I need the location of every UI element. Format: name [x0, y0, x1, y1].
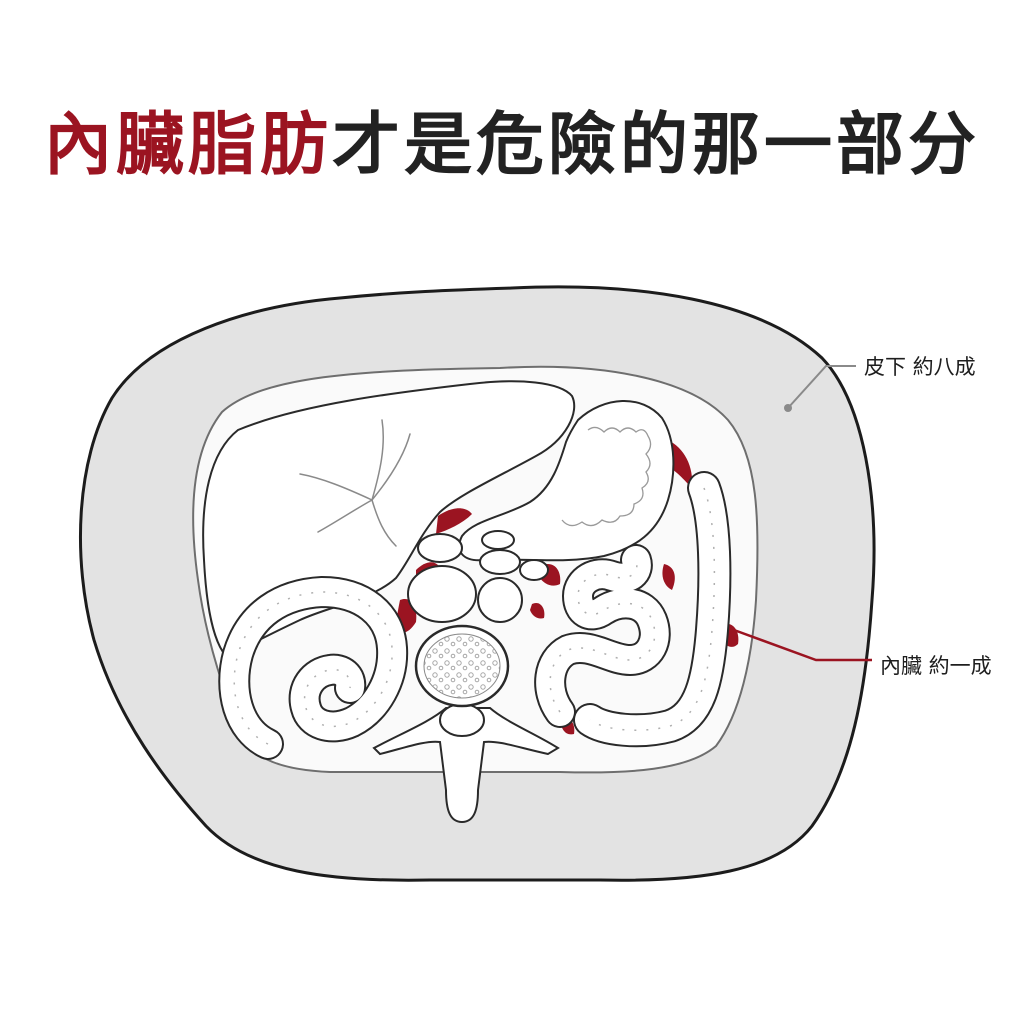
subcutaneous-leader [787, 365, 856, 409]
visceral-label: 內臟 約一成 [880, 654, 992, 678]
page-title: 內臟脂肪才是危險的那一部分 [0, 112, 1024, 180]
title-rest: 才是危險的那一部分 [332, 106, 981, 185]
liver-vessels [299, 419, 411, 547]
visceral-leader [733, 628, 872, 662]
stomach-rugae [561, 426, 652, 527]
vertebra [372, 624, 560, 824]
vessels-and-organs [407, 530, 549, 623]
title-highlight: 內臟脂肪 [43, 106, 332, 185]
subcutaneous-marker [784, 404, 792, 412]
subcutaneous-label: 皮下 約八成 [864, 355, 976, 379]
